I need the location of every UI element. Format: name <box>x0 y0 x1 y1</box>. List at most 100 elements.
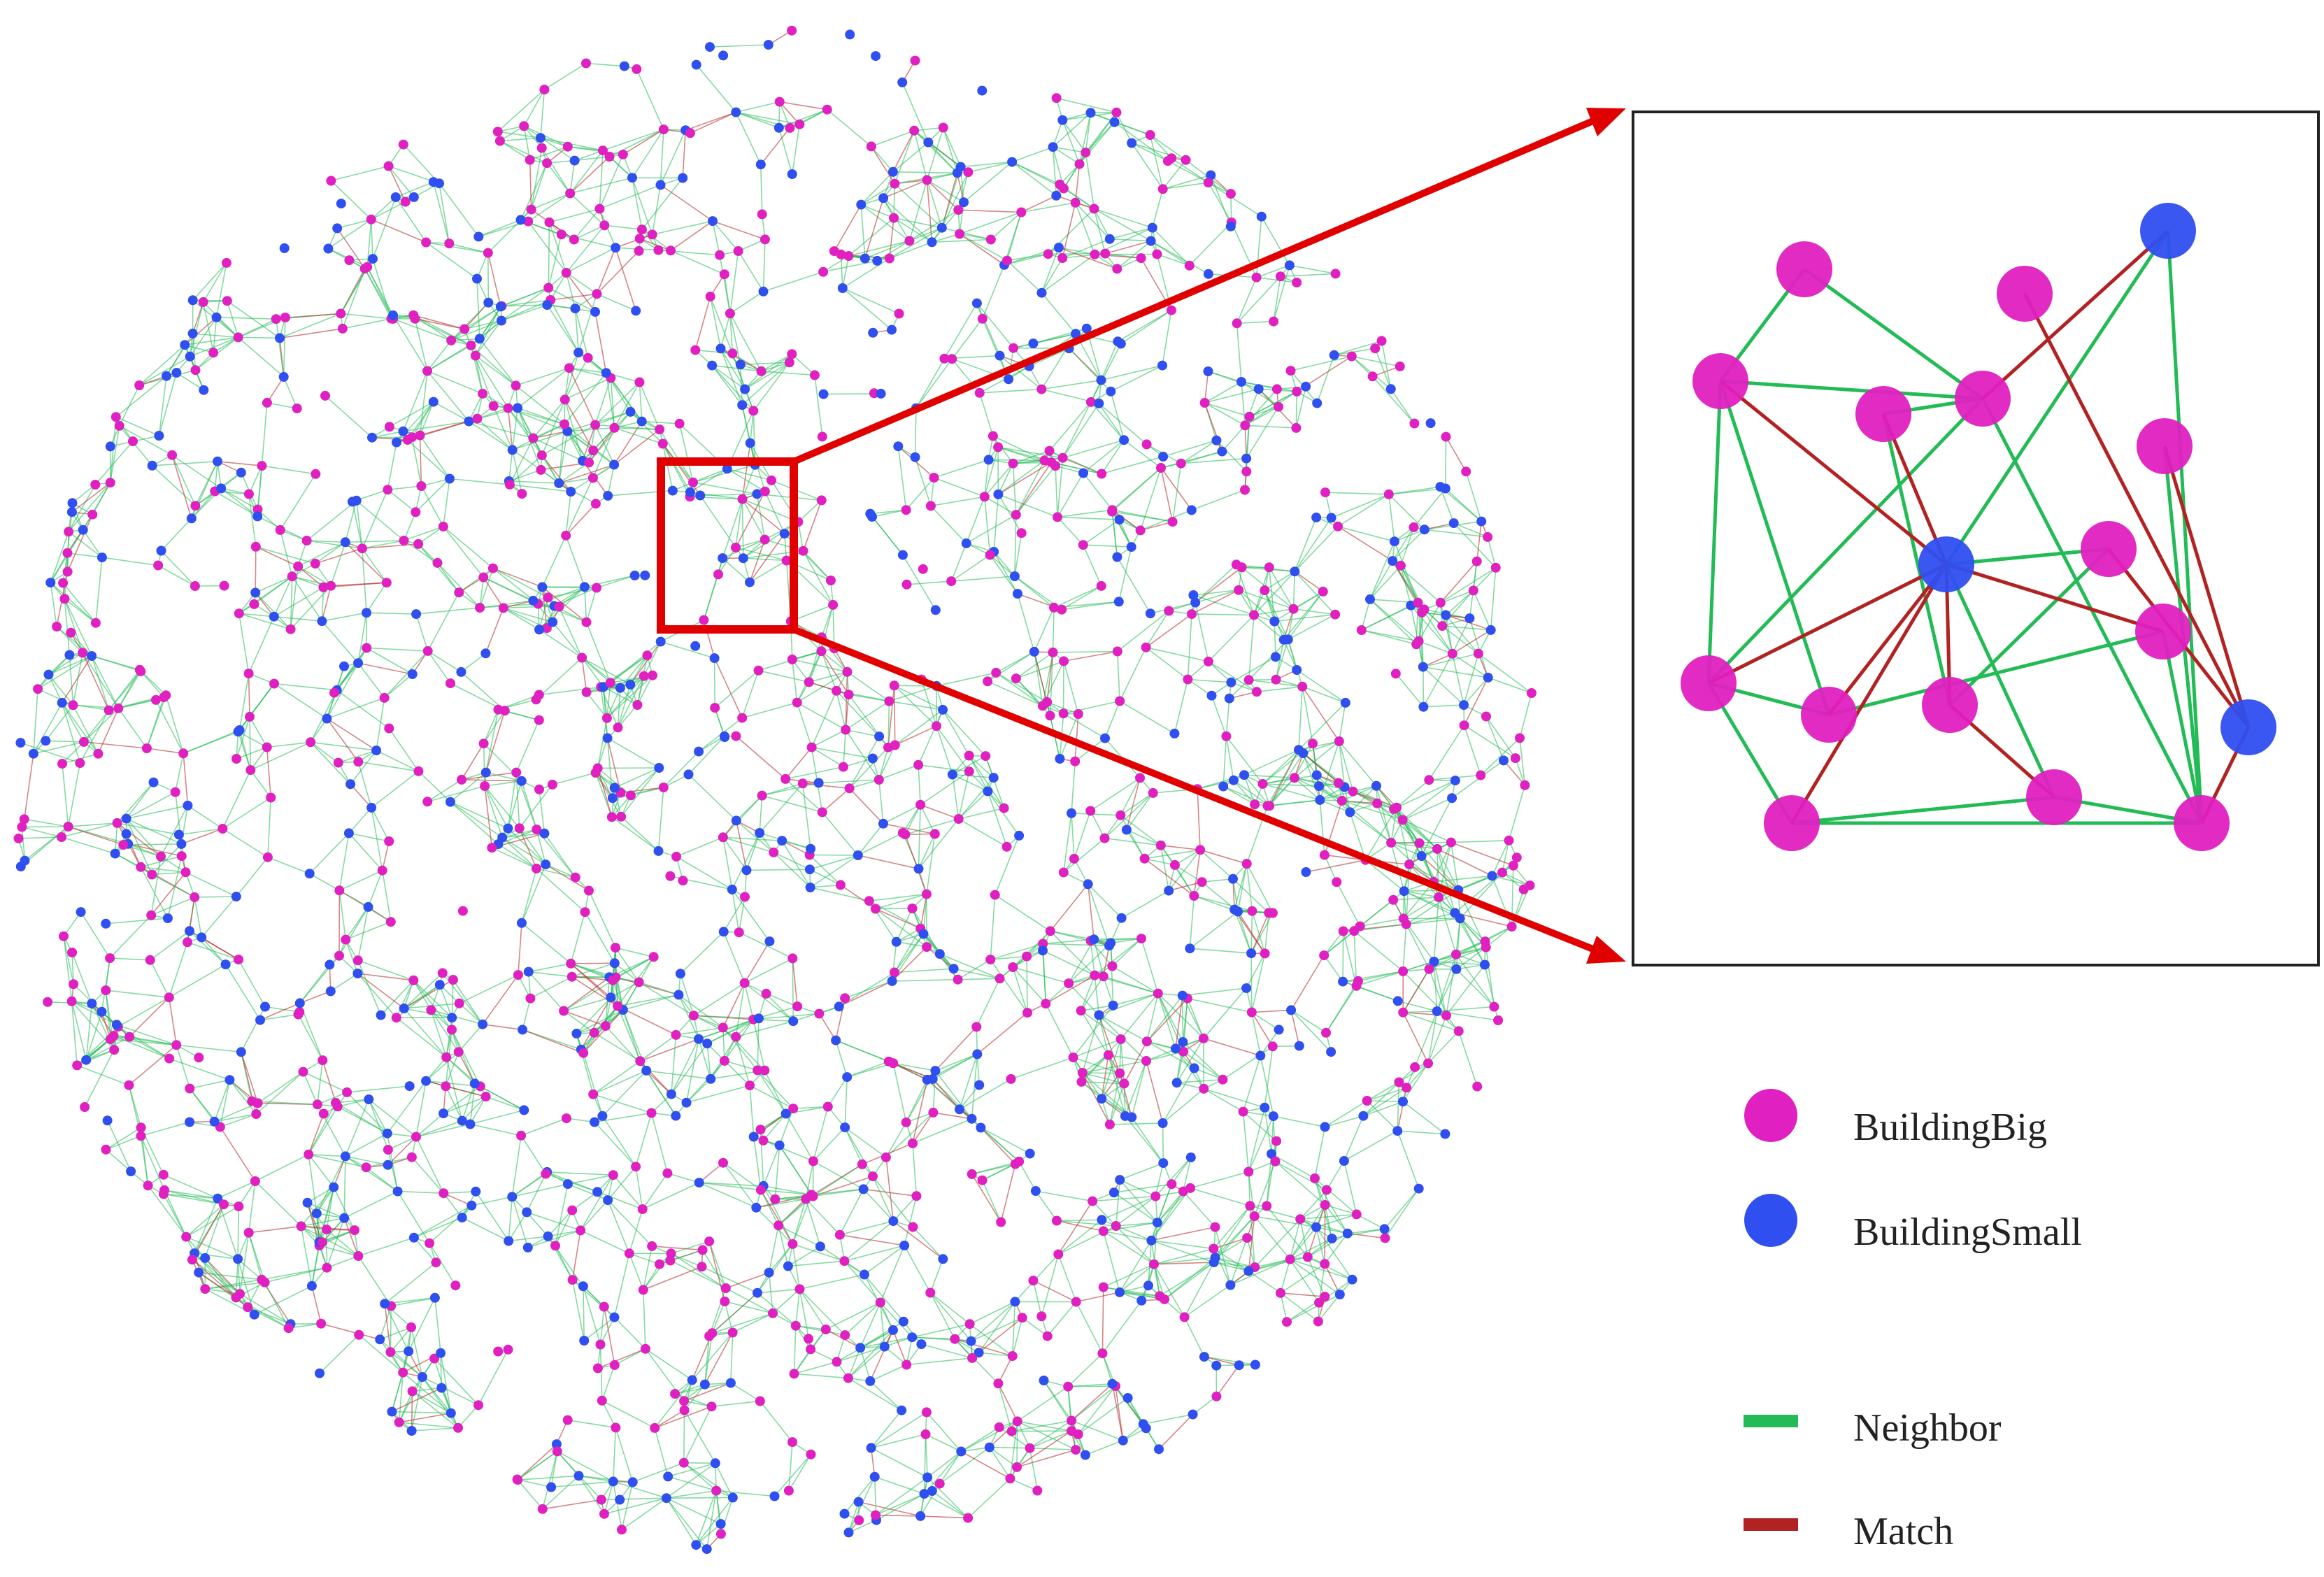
overview-edge <box>711 1400 760 1407</box>
overview-edge <box>810 884 841 888</box>
overview-edge <box>548 222 550 288</box>
overview-edge <box>541 586 587 623</box>
overview-edge <box>864 1245 905 1276</box>
overview-node <box>183 800 193 811</box>
overview-edge <box>404 540 438 564</box>
overview-edge <box>660 184 713 222</box>
overview-edge <box>1050 930 1095 976</box>
overview-edge <box>1204 1356 1239 1366</box>
overview-node <box>351 495 362 506</box>
overview-node <box>634 245 644 256</box>
overview-node <box>658 124 669 135</box>
overview-edge <box>857 832 904 856</box>
overview-edge <box>533 437 583 462</box>
overview-edge <box>1241 381 1279 408</box>
overview-edge <box>1078 113 1092 164</box>
overview-node <box>608 1476 618 1487</box>
overview-edge <box>835 1039 894 1064</box>
overview-edge <box>596 247 616 294</box>
overview-edge <box>729 250 739 314</box>
overview-edge <box>531 192 571 210</box>
overview-edge <box>802 550 834 606</box>
overview-edge <box>526 1211 549 1237</box>
overview-edge <box>345 1155 388 1166</box>
overview-edge <box>799 1273 865 1290</box>
overview-node <box>604 152 615 162</box>
overview-edge <box>169 964 227 998</box>
overview-edge <box>1424 522 1454 530</box>
overview-edge <box>316 1187 334 1214</box>
overview-node <box>306 737 316 748</box>
overview-edge <box>809 869 841 886</box>
overview-node <box>655 636 666 647</box>
overview-node <box>1211 1360 1222 1371</box>
overview-edge <box>1487 536 1497 569</box>
overview-edge <box>1063 813 1072 873</box>
overview-node <box>1049 602 1059 613</box>
overview-edge <box>185 1236 238 1260</box>
overview-edge <box>183 753 189 806</box>
overview-edge <box>517 407 565 425</box>
overview-edge <box>1104 701 1120 738</box>
overview-edge <box>322 1059 336 1104</box>
overview-edge <box>61 702 81 764</box>
overview-edge <box>528 963 571 973</box>
overview-edge <box>1012 463 1017 515</box>
overview-node <box>1136 253 1146 264</box>
overview-edge <box>539 789 546 834</box>
overview-node <box>792 1001 803 1012</box>
overview-node <box>832 685 841 696</box>
overview-edge <box>1269 567 1276 622</box>
overview-edge <box>564 352 579 400</box>
overview-node <box>887 324 897 335</box>
overview-node <box>385 917 396 927</box>
overview-edge <box>667 1462 716 1478</box>
overview-edge <box>22 826 62 838</box>
overview-edge <box>613 429 660 466</box>
overview-edge <box>611 816 659 852</box>
overview-edge <box>1081 1010 1109 1056</box>
overview-edge <box>555 1245 573 1280</box>
overview-edge <box>1102 1287 1104 1354</box>
overview-edge <box>756 494 766 540</box>
overview-node <box>569 234 579 245</box>
overview-edge <box>129 997 170 1038</box>
overview-edge <box>792 648 835 660</box>
overview-node <box>825 576 836 585</box>
overview-edge <box>371 219 427 243</box>
overview-node <box>1218 1074 1228 1085</box>
overview-node <box>1315 794 1325 805</box>
overview-node <box>897 77 908 87</box>
overview-node <box>805 883 815 892</box>
overview-edge <box>904 834 927 894</box>
overview-edge <box>552 772 596 785</box>
overview-edge <box>736 820 748 871</box>
overview-edge <box>552 622 583 659</box>
overview-edge <box>1021 202 1076 213</box>
overview-edge <box>1428 969 1447 1016</box>
overview-edge <box>1120 309 1172 345</box>
overview-edge <box>358 761 419 772</box>
overview-node <box>525 993 536 1004</box>
overview-node <box>470 350 480 361</box>
overview-node <box>816 495 827 506</box>
overview-edge <box>744 957 793 984</box>
overview-edge <box>905 818 959 835</box>
overview-node <box>383 485 393 495</box>
overview-edge <box>115 416 159 436</box>
overview-node <box>727 1492 738 1503</box>
overview-node <box>979 492 990 502</box>
overview-edge <box>540 90 546 138</box>
overview-node <box>884 696 894 706</box>
overview-node <box>285 624 296 634</box>
overview-edge <box>629 1253 660 1265</box>
overview-edge <box>1101 439 1125 474</box>
overview-edge <box>565 503 597 536</box>
overview-node <box>487 563 498 573</box>
overview-edge <box>1319 799 1325 855</box>
overview-edge <box>255 546 299 567</box>
overview-edge <box>321 587 325 622</box>
overview-node <box>148 777 159 787</box>
overview-edge <box>290 576 293 629</box>
overview-node <box>1036 287 1047 298</box>
